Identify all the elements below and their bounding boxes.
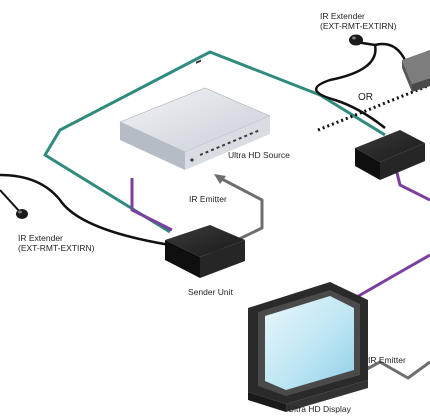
- ir-extender-top-eye: [349, 34, 363, 46]
- ultra-hd-display-device: [248, 282, 368, 412]
- ir-extender-left-label-line1: IR Extender: [18, 233, 63, 243]
- alt-device: [402, 50, 430, 92]
- ir-extender-left-label-line2: (EXT-RMT-EXTIRN): [18, 243, 95, 253]
- black-cable-ir-extender-left: [0, 173, 171, 247]
- sender-unit-device: [165, 225, 245, 278]
- ir-extender-top-label-line2: (EXT-RMT-EXTIRN): [320, 21, 397, 31]
- ultra-hd-source-device: [119, 59, 271, 170]
- receiver-device: [355, 130, 425, 180]
- gray-cable-ir-emitter-bottom: [364, 360, 430, 380]
- dotted-alternate-link: [317, 83, 430, 132]
- ir-emitter-bottom-label: IR Emitter: [368, 355, 406, 365]
- ir-extender-left-eye: [16, 209, 28, 219]
- ultra-hd-display-label: Ultra HD Display: [288, 404, 351, 414]
- ultra-hd-source-label: Ultra HD Source: [228, 150, 290, 160]
- arrow-head-ir-emitter-top: [214, 174, 226, 184]
- black-cable-ir-extender-top: [315, 40, 386, 129]
- black-cable-ir-extender-left-probe: [0, 189, 21, 213]
- ir-extender-top-label-line1: IR Extender: [320, 11, 365, 21]
- purple-cable-source: [130, 178, 173, 232]
- ir-emitter-top-label: IR Emitter: [189, 194, 227, 204]
- sender-unit-label: Sender Unit: [188, 287, 233, 297]
- teal-cable: [43, 50, 386, 234]
- purple-cable-display: [354, 253, 430, 300]
- or-label: OR: [358, 92, 373, 103]
